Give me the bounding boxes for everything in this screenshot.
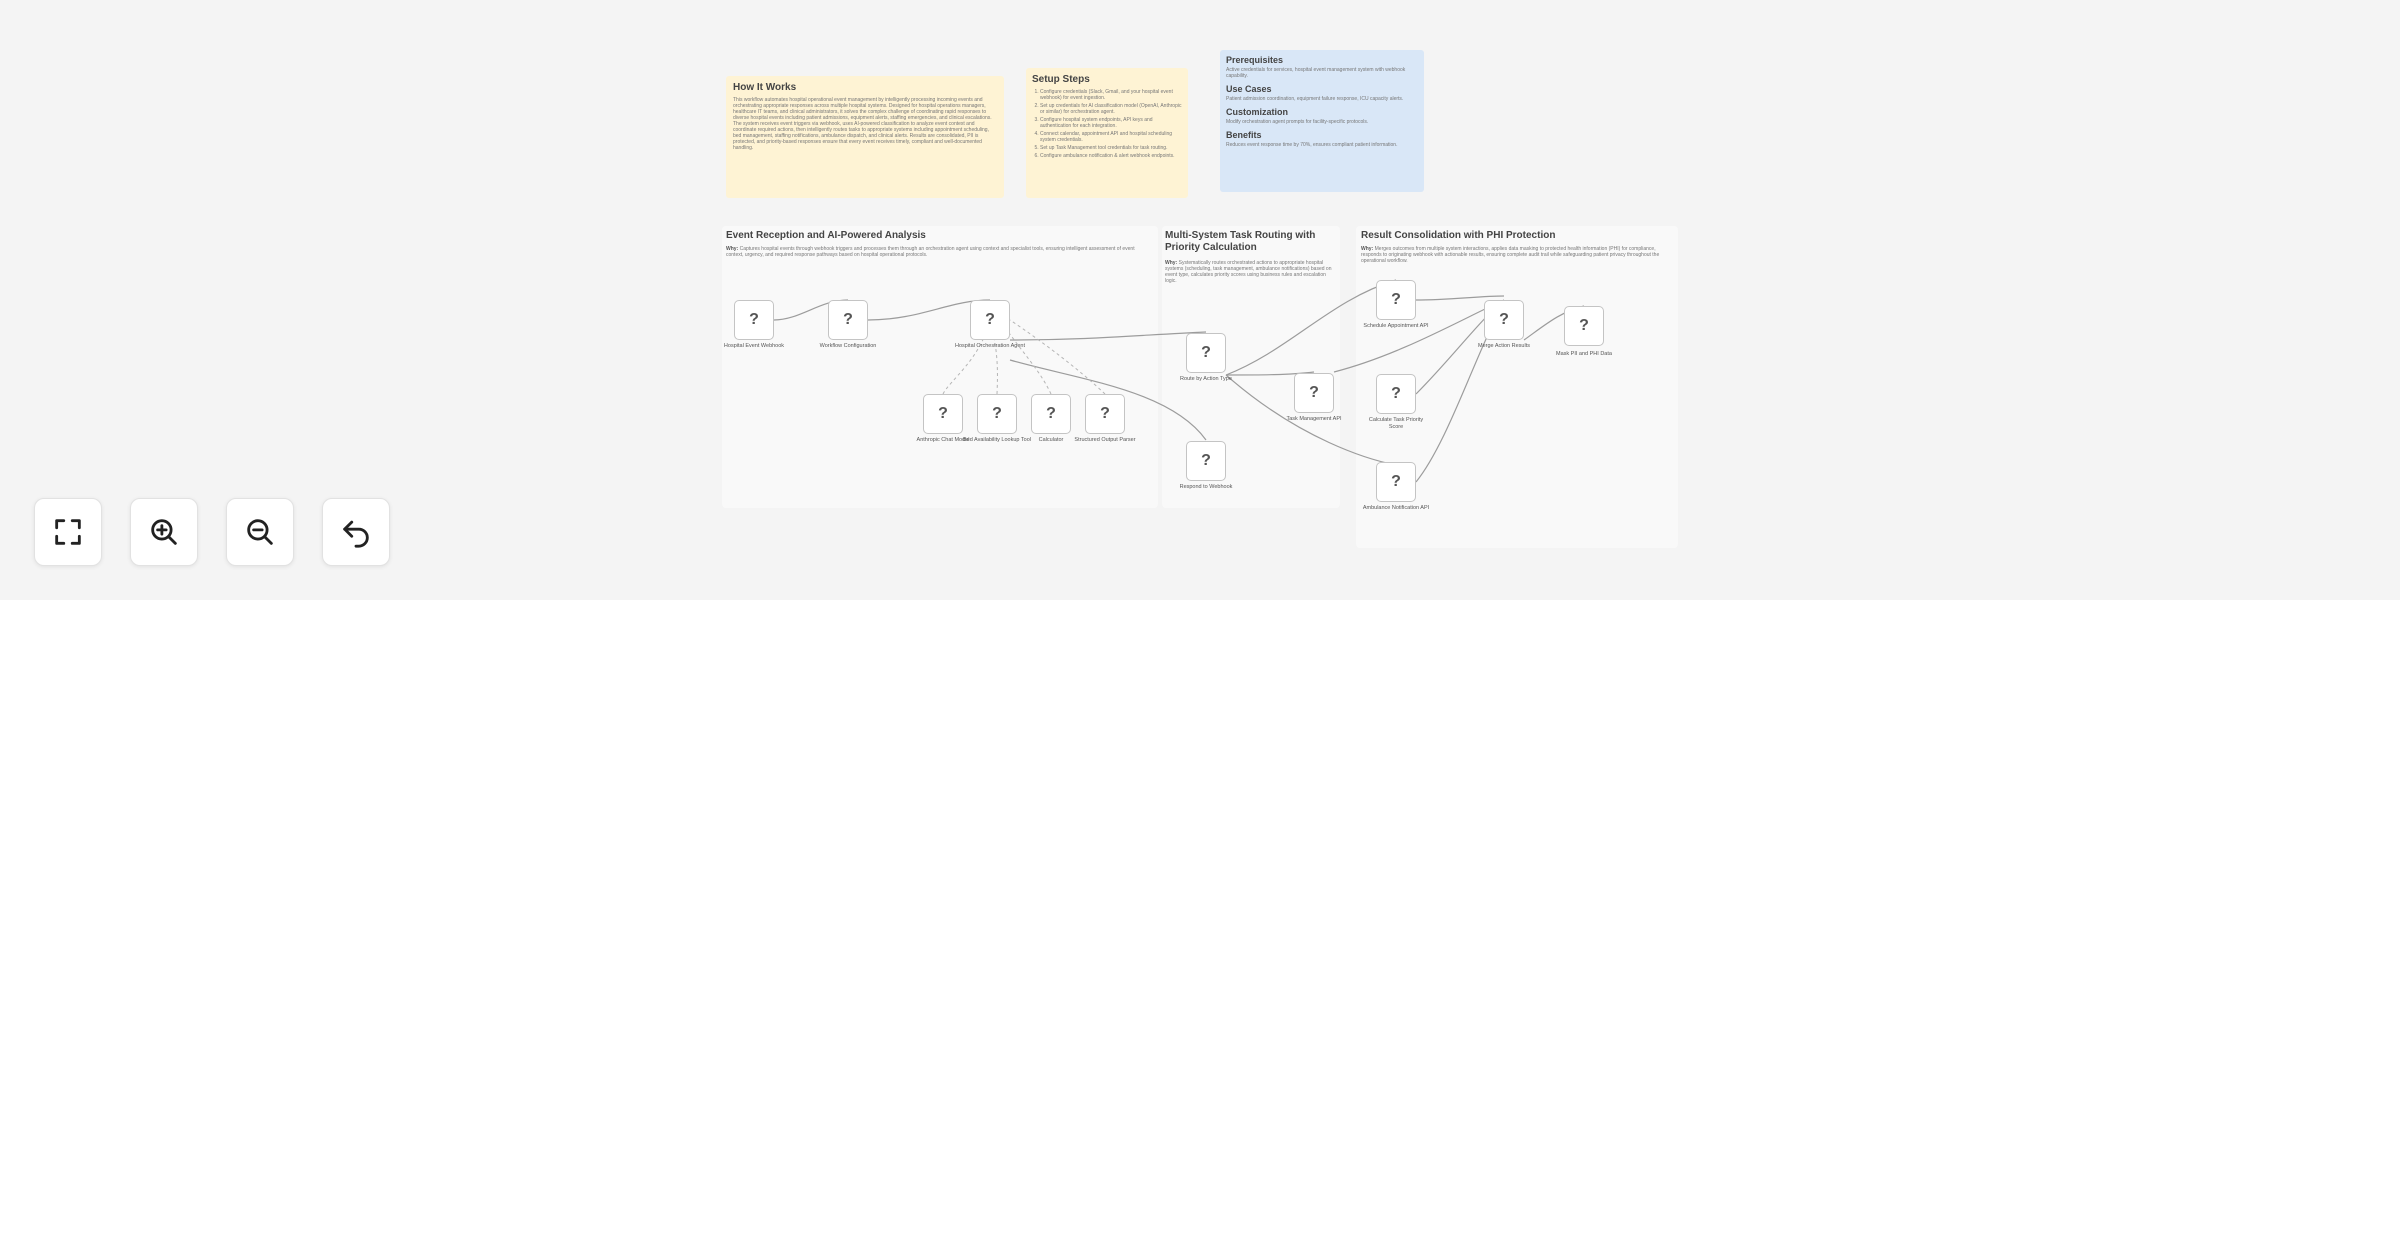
sticky-setup-steps[interactable]: Setup Steps Configure credentials (Slack… <box>1026 68 1188 198</box>
node-ambulance-notification-api[interactable]: ? <box>1376 462 1416 502</box>
node-label: Merge Action Results <box>1478 343 1530 349</box>
sticky-title: How It Works <box>733 82 797 93</box>
why-text: Merges outcomes from multiple system int… <box>1361 246 1660 264</box>
group-description: Why: Merges outcomes from multiple syste… <box>1361 246 1673 264</box>
group-event-reception[interactable] <box>722 226 1158 508</box>
group-description: Why: Systematically routes orchestrated … <box>1165 260 1335 284</box>
fullscreen-icon <box>55 519 81 545</box>
node-calculate-task-priority-score[interactable]: ? <box>1376 374 1416 414</box>
node-label: Ambulance Notification API <box>1362 505 1430 511</box>
use-cases-body: Patient admission coordination, equipmen… <box>1226 96 1404 102</box>
why-text: Systematically routes orchestrated actio… <box>1165 260 1332 284</box>
zoom-out-icon <box>247 519 273 545</box>
benefits-body: Reduces event response time by 70%, ensu… <box>1226 142 1398 148</box>
workflow-canvas[interactable]: How It Works This workflow automates hos… <box>0 0 2400 600</box>
customization-body: Modify orchestration agent prompts for f… <box>1226 119 1369 125</box>
node-schedule-appointment-api[interactable]: ? <box>1376 280 1416 320</box>
group-description: Why: Captures hospital events through we… <box>726 246 1138 258</box>
customization-title: Customization <box>1226 107 1288 117</box>
why-text: Captures hospital events through webhook… <box>726 246 1135 258</box>
node-label: Task Management API <box>1286 416 1342 422</box>
setup-steps-list: Configure credentials (Slack, Gmail, and… <box>1032 89 1182 159</box>
node-label: Workflow Configuration <box>819 343 877 349</box>
node-respond-to-webhook[interactable]: ? <box>1186 441 1226 481</box>
node-calculator[interactable]: ? <box>1031 394 1071 434</box>
reset-zoom-button[interactable] <box>322 498 390 566</box>
sticky-how-it-works[interactable]: How It Works This workflow automates hos… <box>726 76 1004 198</box>
node-label: Route by Action Type <box>1180 376 1232 382</box>
node-workflow-configuration[interactable]: ? <box>828 300 868 340</box>
node-hospital-event-webhook[interactable]: ? <box>734 300 774 340</box>
sticky-title: Setup Steps <box>1032 74 1090 85</box>
setup-step: Configure ambulance notification & alert… <box>1040 153 1182 159</box>
zoom-in-icon <box>151 519 177 545</box>
node-label: Calculate Task Priority Score <box>1368 417 1424 430</box>
node-label: Schedule Appointment API <box>1363 323 1429 329</box>
node-label: Respond to Webhook <box>1179 484 1233 490</box>
prerequisites-title: Prerequisites <box>1226 55 1284 65</box>
group-title: Result Consolidation with PHI Protection <box>1361 230 1556 241</box>
setup-step: Set up Task Management tool credentials … <box>1040 145 1182 151</box>
fit-view-button[interactable] <box>34 498 102 566</box>
node-bed-availability-lookup-tool[interactable]: ? <box>977 394 1017 434</box>
node-label: Bed Availability Lookup Tool <box>963 437 1031 443</box>
node-structured-output-parser[interactable]: ? <box>1085 394 1125 434</box>
setup-step: Connect calendar, appointment API and ho… <box>1040 131 1182 143</box>
why-label: Why: <box>1165 260 1178 266</box>
group-title: Event Reception and AI-Powered Analysis <box>726 230 926 241</box>
node-label: Structured Output Parser <box>1074 437 1136 443</box>
connection-parser-to-agent <box>1009 319 1106 395</box>
zoom-out-button[interactable] <box>226 498 294 566</box>
node-anthropic-chat-model[interactable]: ? <box>923 394 963 434</box>
connection-schedule-to-merge <box>1415 295 1505 301</box>
connection-route-to-task <box>1225 371 1315 376</box>
node-merge-action-results[interactable]: ? <box>1484 300 1524 340</box>
connection-route-to-schedule <box>1225 279 1397 376</box>
prerequisites-body: Active credentials for services, hospita… <box>1226 67 1406 79</box>
sticky-body: This workflow automates hospital operati… <box>733 97 992 151</box>
node-hospital-orchestration-agent[interactable]: ? <box>970 300 1010 340</box>
benefits-title: Benefits <box>1226 130 1262 140</box>
node-label: Anthropic Chat Model <box>916 437 970 443</box>
undo-icon <box>343 520 369 548</box>
setup-step: Configure credentials (Slack, Gmail, and… <box>1040 89 1182 101</box>
setup-step: Configure hospital system endpoints, API… <box>1040 117 1182 129</box>
node-label: Hospital Orchestration Agent <box>954 343 1025 349</box>
connection-agent-to-respond <box>1009 359 1207 441</box>
node-label: Hospital Event Webhook <box>723 343 785 349</box>
setup-step: Set up credentials for AI classification… <box>1040 103 1182 115</box>
node-label: Mask PII and PHI Data <box>1556 351 1612 357</box>
why-label: Why: <box>726 246 739 252</box>
group-title: Multi-System Task Routing with Priority … <box>1165 230 1316 253</box>
node-task-management-api[interactable]: ? <box>1294 373 1334 413</box>
node-label: Calculator <box>1038 437 1064 443</box>
use-cases-title: Use Cases <box>1226 84 1272 94</box>
connection-task-to-merge <box>1333 299 1505 373</box>
node-route-by-action-type[interactable]: ? <box>1186 333 1226 373</box>
sticky-info[interactable]: Prerequisites Active credentials for ser… <box>1220 50 1424 192</box>
zoom-in-button[interactable] <box>130 498 198 566</box>
node-mask-pii-and-phi-data[interactable]: ? <box>1564 306 1604 346</box>
why-label: Why: <box>1361 246 1374 252</box>
connection-agent-to-route <box>1009 331 1207 341</box>
